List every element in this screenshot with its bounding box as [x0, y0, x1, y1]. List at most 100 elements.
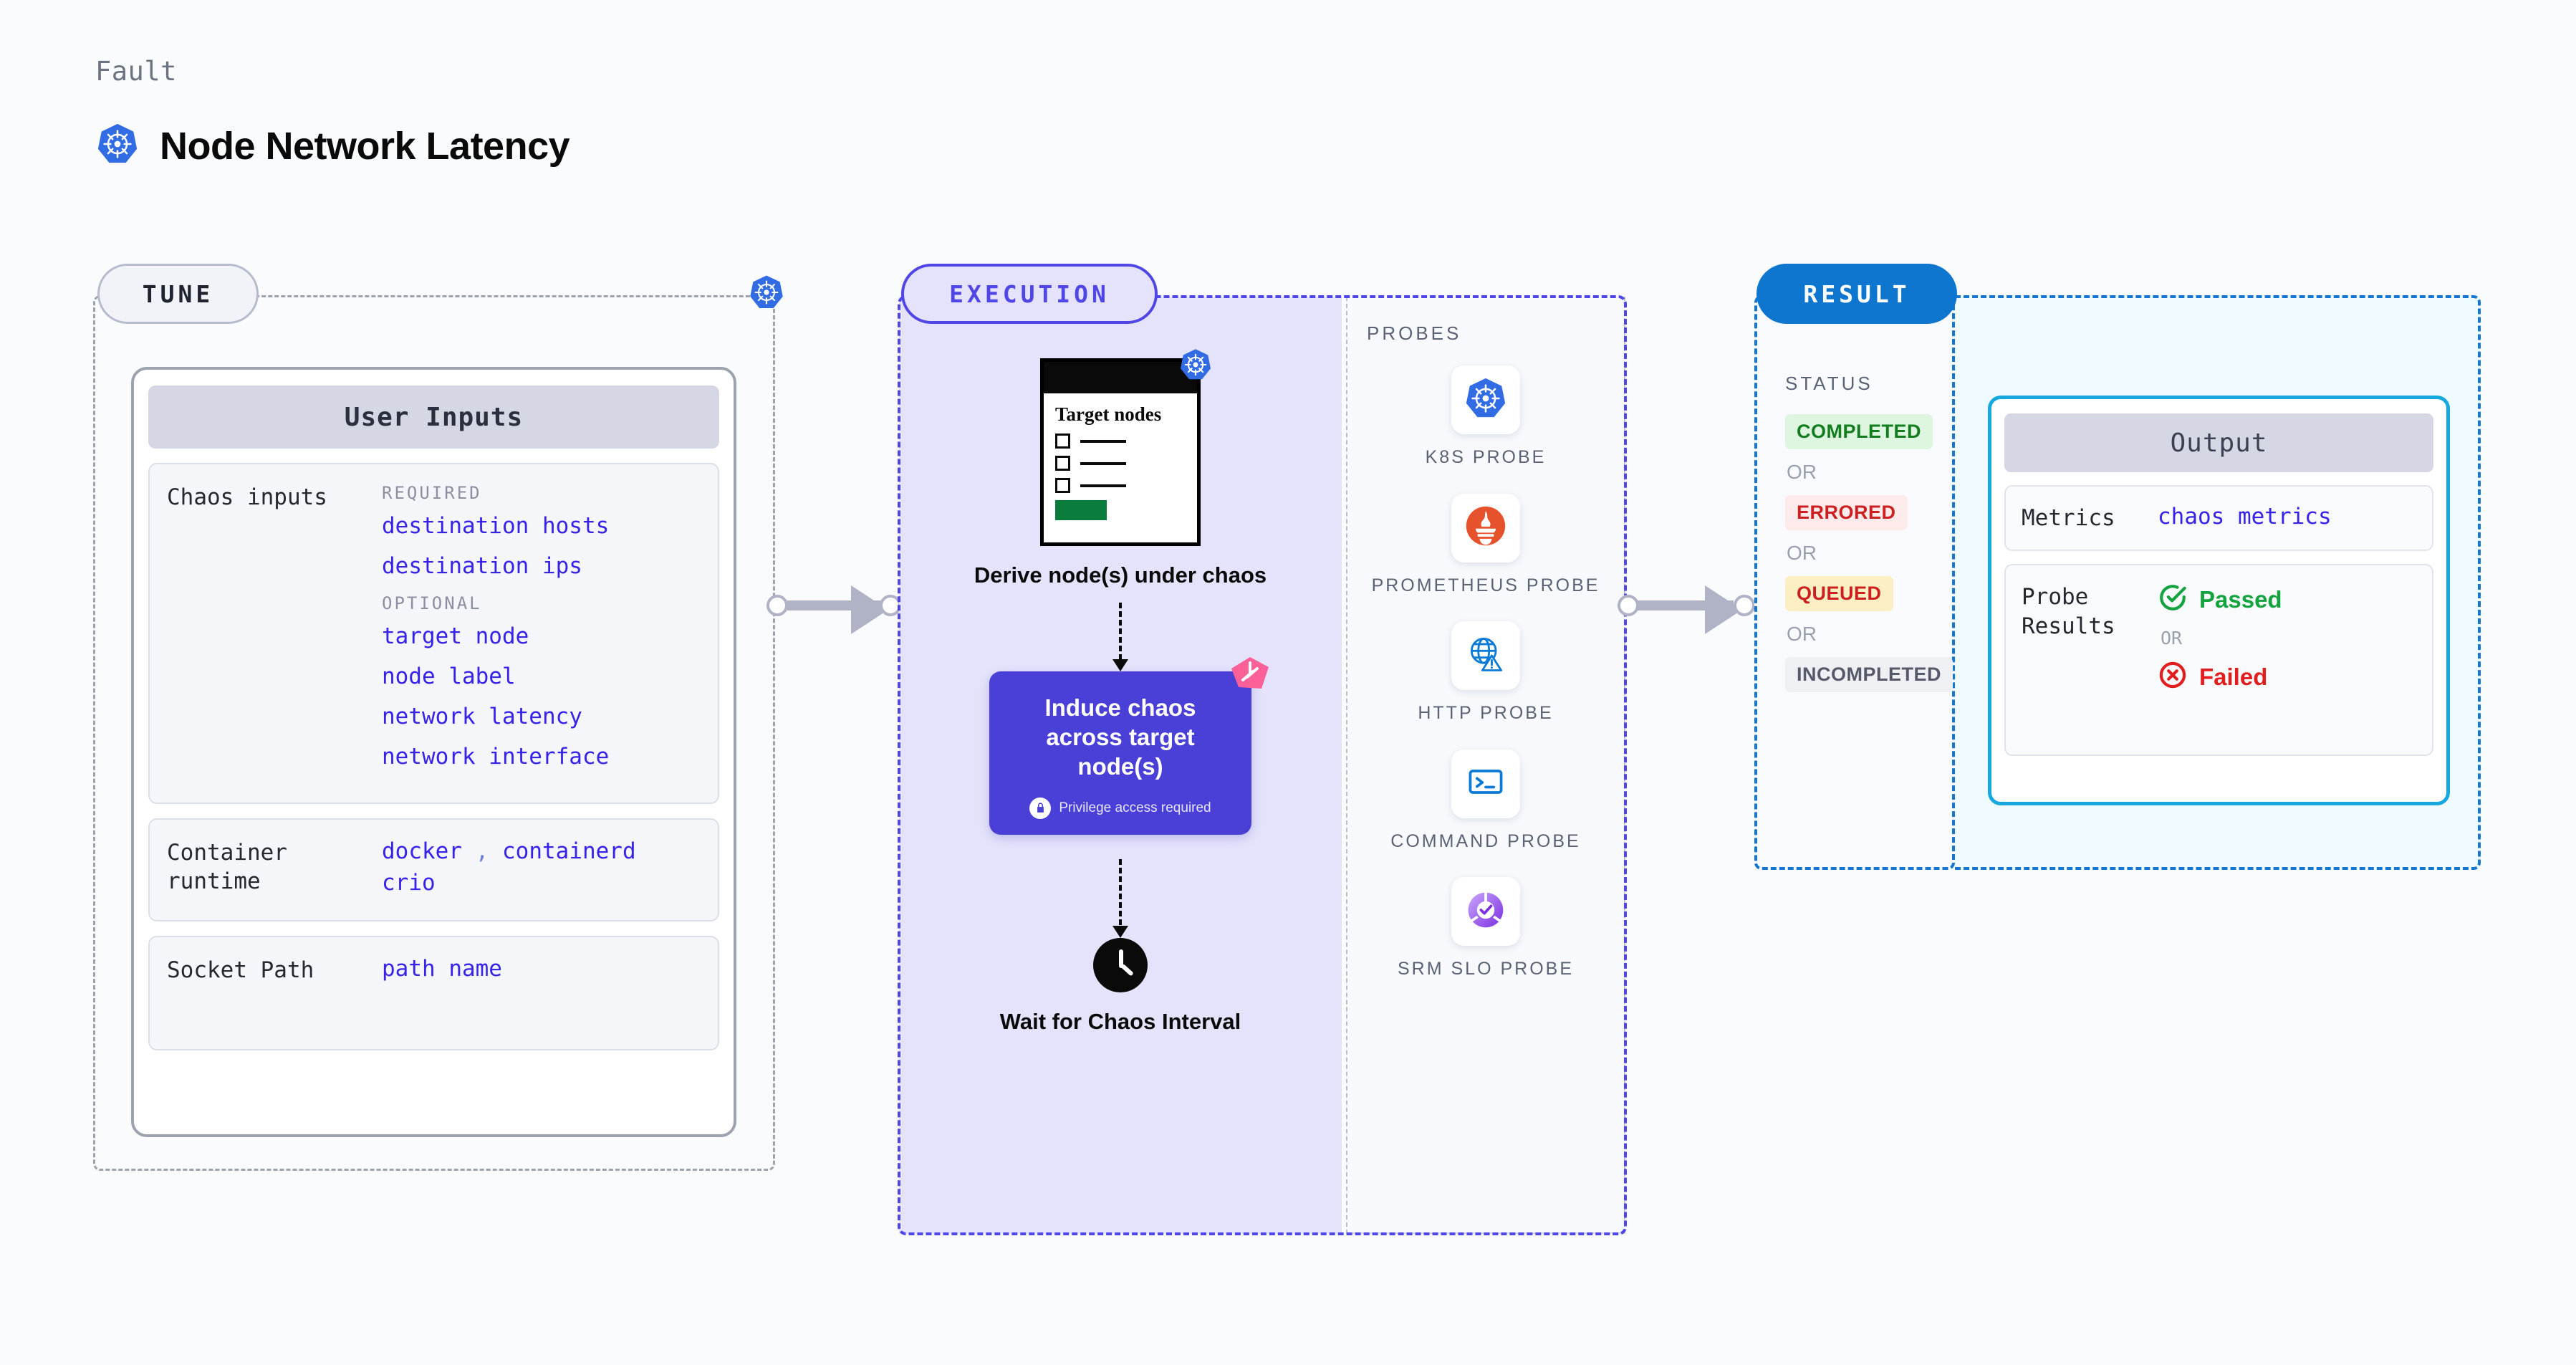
container-runtime-values: docker , containerd crio — [382, 838, 701, 901]
input-value[interactable]: node label — [382, 664, 516, 689]
required-group-title: REQUIRED — [382, 483, 482, 503]
socket-path-values: path name — [382, 956, 701, 1030]
tune-panel-outline — [93, 295, 775, 1171]
status-badge-list: COMPLETED OR ERRORED OR QUEUED OR INCOMP… — [1785, 414, 1953, 692]
node-row — [1055, 456, 1186, 471]
probe-label: PROMETHEUS PROBE — [1371, 575, 1600, 595]
placeholder-line — [1080, 439, 1126, 443]
chaos-inputs-row: Chaos inputs REQUIRED destination hosts … — [148, 463, 719, 804]
metrics-value[interactable]: chaos metrics — [2158, 504, 2332, 530]
execution-panel-outline — [898, 295, 1627, 1235]
induce-chaos-box: Induce chaos across target node(s) Privi… — [989, 656, 1269, 835]
probes-section-title: PROBES — [1367, 322, 1462, 344]
checkbox-icon — [1055, 456, 1070, 471]
probe-item-prometheus[interactable]: PROMETHEUS PROBE — [1371, 493, 1600, 598]
execution-pill-label: EXECUTION — [901, 264, 1158, 324]
fault-eyebrow-label: Fault — [95, 56, 177, 87]
status-badge: COMPLETED — [1785, 414, 1933, 449]
privilege-note-text: Privilege access required — [1059, 800, 1211, 815]
flow-arrow-down — [1112, 602, 1128, 671]
probe-item-srm-slo[interactable]: SRM SLO PROBE — [1398, 877, 1574, 981]
value-separator: , — [475, 838, 489, 864]
node-row — [1055, 434, 1186, 449]
connector-tune-to-execution — [766, 585, 910, 634]
probes-list: K8S PROBE PROMETHEUS PROBE — [1346, 365, 1625, 981]
status-section-title: STATUS — [1785, 373, 1873, 394]
tune-pill-label: TUNE — [97, 264, 259, 324]
probe-item-k8s[interactable]: K8S PROBE — [1426, 365, 1547, 469]
wait-interval-caption: Wait for Chaos Interval — [999, 1008, 1241, 1034]
status-badge: ERRORED — [1785, 495, 1908, 530]
check-circle-icon — [2158, 583, 2188, 616]
card-body: Target nodes — [1044, 393, 1197, 521]
socket-path-value[interactable]: path name — [382, 956, 502, 982]
output-card: Output Metrics chaos metrics Probe Resul… — [1988, 396, 2450, 805]
kubernetes-icon — [95, 122, 140, 170]
chaos-badge-icon — [1229, 656, 1270, 696]
derive-nodes-caption: Derive node(s) under chaos — [974, 562, 1267, 588]
runtime-value[interactable]: containerd — [502, 838, 636, 864]
probe-label: K8S PROBE — [1425, 447, 1547, 467]
input-value[interactable]: destination ips — [382, 553, 582, 579]
chaos-inputs-values: REQUIRED destination hosts destination i… — [382, 483, 701, 784]
probe-results-values: Passed OR Failed — [2158, 583, 2282, 737]
placeholder-line — [1080, 484, 1126, 487]
input-value[interactable]: network interface — [382, 744, 610, 770]
or-label: OR — [1787, 542, 1817, 564]
probe-tile[interactable] — [1451, 877, 1520, 946]
checkbox-icon — [1055, 434, 1070, 449]
status-badge: INCOMPLETED — [1785, 657, 1953, 692]
probe-label: HTTP PROBE — [1418, 703, 1554, 723]
socket-path-label: Socket Path — [167, 957, 314, 983]
clock-icon — [1093, 937, 1148, 992]
result-pill-label: RESULT — [1756, 264, 1957, 324]
probe-tile[interactable] — [1451, 749, 1520, 818]
probe-results-label: Probe Results — [2022, 584, 2115, 639]
probe-tile[interactable] — [1451, 493, 1520, 562]
optional-group-title: OPTIONAL — [382, 593, 482, 613]
probe-tile[interactable] — [1451, 365, 1520, 434]
runtime-value[interactable]: docker — [382, 838, 462, 864]
failed-label: Failed — [2199, 663, 2268, 690]
runtime-value-line[interactable]: docker , containerd — [382, 838, 701, 864]
user-inputs-card: User Inputs Chaos inputs REQUIRED destin… — [131, 367, 736, 1137]
or-label: OR — [2161, 628, 2183, 649]
node-row — [1055, 478, 1186, 494]
probe-item-http[interactable]: HTTP PROBE — [1418, 621, 1553, 725]
confirm-button-shape — [1055, 500, 1107, 521]
probe-result-failed: Failed — [2158, 660, 2282, 694]
kubernetes-icon — [1178, 348, 1213, 385]
container-runtime-label: Container runtime — [167, 840, 287, 895]
card-titlebar — [1044, 362, 1197, 393]
input-value[interactable]: destination hosts — [382, 513, 610, 539]
probe-item-command[interactable]: COMMAND PROBE — [1390, 749, 1580, 853]
metrics-label: Metrics — [2022, 505, 2115, 531]
probe-result-passed: Passed — [2158, 583, 2282, 616]
prometheus-icon — [1464, 504, 1507, 551]
socket-path-row: Socket Path path name — [148, 936, 719, 1050]
connector-execution-to-result — [1618, 585, 1768, 634]
or-label: OR — [1787, 623, 1817, 645]
execution-flow: Target nodes — [899, 349, 1342, 1035]
privilege-note: Privilege access required — [1029, 797, 1211, 819]
input-value[interactable]: target node — [382, 623, 529, 649]
metrics-row: Metrics chaos metrics — [2004, 485, 2433, 552]
runtime-value[interactable]: crio — [382, 870, 436, 896]
probe-results-row: Probe Results Passed OR — [2004, 564, 2433, 757]
chaos-inputs-label: Chaos inputs — [167, 484, 327, 510]
output-title: Output — [2004, 413, 2433, 472]
induce-chaos-title: Induce chaos across target node(s) — [1044, 694, 1196, 780]
user-inputs-title: User Inputs — [148, 385, 719, 449]
status-badge: QUEUED — [1785, 576, 1893, 611]
input-value[interactable]: network latency — [382, 704, 582, 729]
kubernetes-badge-icon — [748, 274, 785, 315]
kubernetes-icon — [1464, 376, 1508, 424]
probe-tile[interactable] — [1451, 621, 1520, 690]
terminal-icon — [1464, 760, 1507, 807]
probe-label: COMMAND PROBE — [1390, 830, 1581, 851]
target-nodes-title: Target nodes — [1055, 403, 1162, 425]
lock-icon — [1029, 797, 1052, 819]
placeholder-line — [1080, 461, 1126, 465]
x-circle-icon — [2158, 660, 2188, 694]
